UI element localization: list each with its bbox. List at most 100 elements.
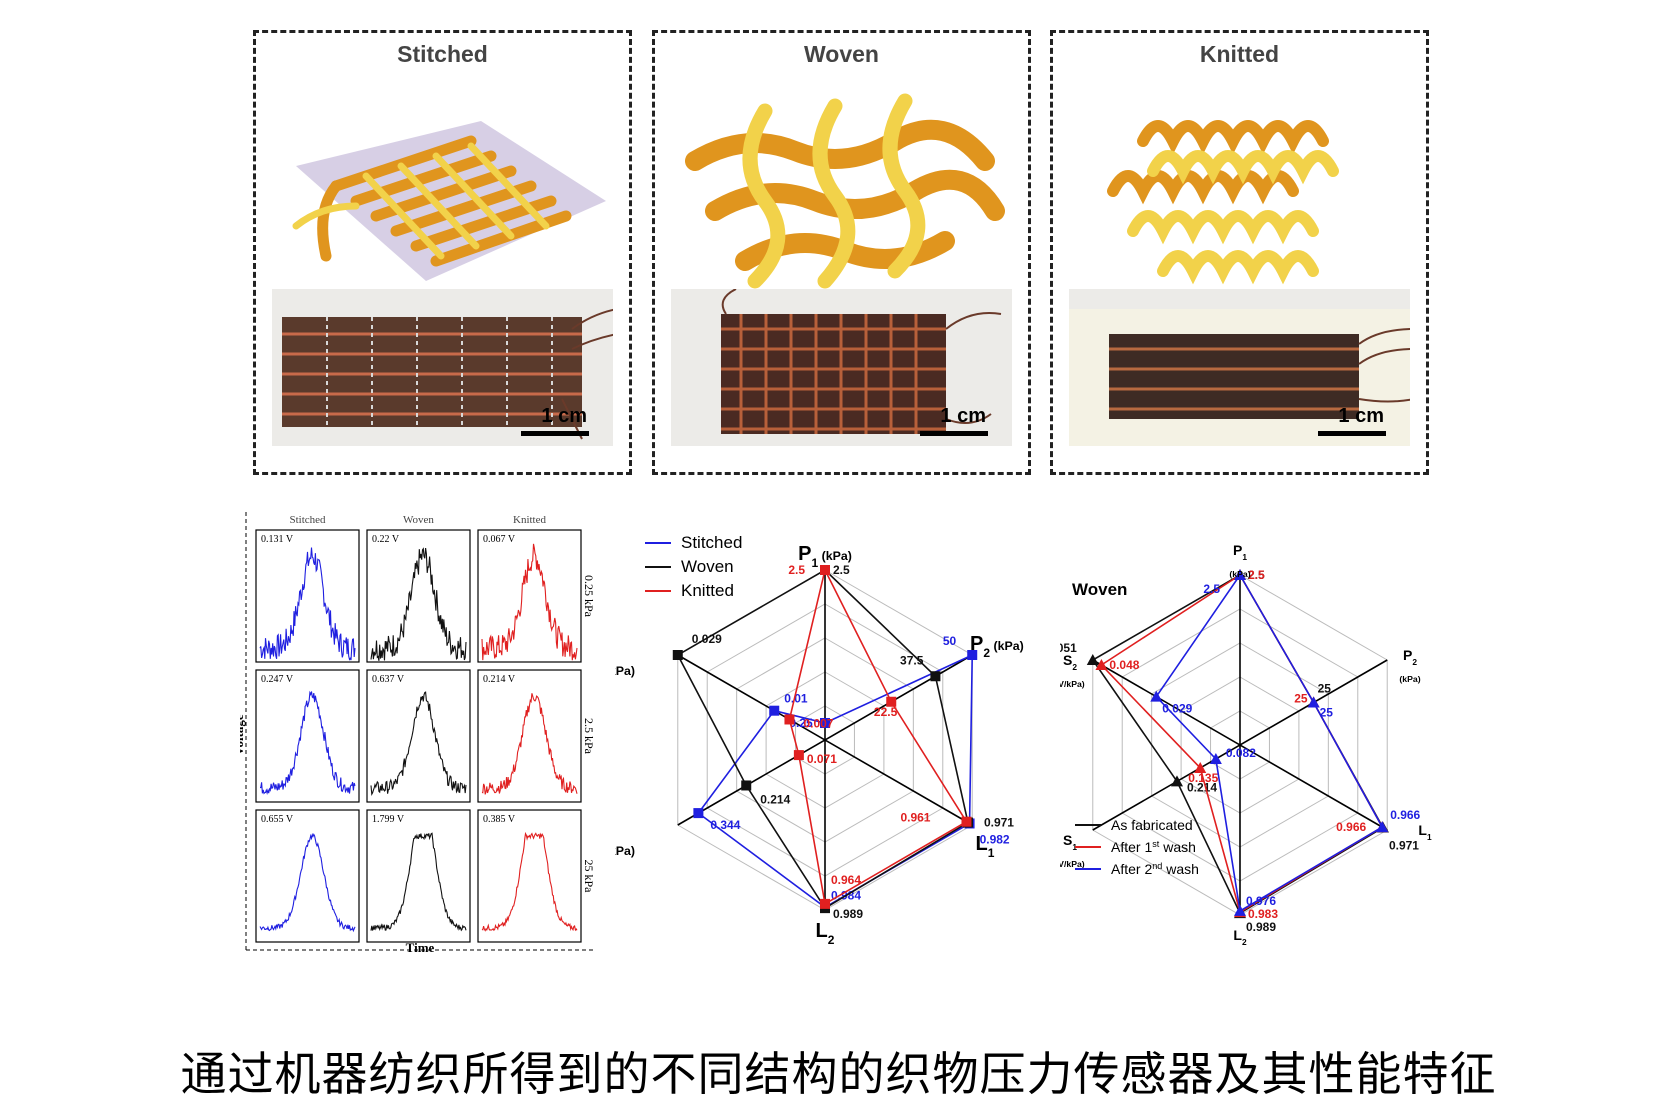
radar-value-label: 0.048: [1109, 658, 1139, 672]
legend-label: Woven: [681, 557, 734, 576]
waveform-cell: [477, 529, 582, 663]
waveform-trace: [370, 691, 467, 796]
waveform-trace: [259, 832, 356, 933]
row-label: 25 kPa: [582, 860, 596, 894]
radar-value-label: 2.5: [1203, 582, 1220, 596]
radar-point: [961, 816, 972, 827]
radar-axis-label: P1 (kPa): [798, 543, 852, 570]
radar-axis-unit: (kPa): [1399, 674, 1420, 684]
radar-axis-label: S2: [1063, 652, 1077, 672]
radar-value-label: 0.983: [1248, 907, 1278, 921]
legend-label: After 2nd wash: [1111, 861, 1199, 877]
column-label: Stitched: [289, 514, 326, 526]
radar-value-label: 37.5: [900, 653, 924, 667]
radar-value-label: 0.25: [789, 716, 813, 730]
waveform-trace: [370, 832, 467, 932]
scale-bar: [920, 431, 988, 436]
legend-label: Knitted: [681, 581, 734, 600]
radar-value-label: 0.982: [980, 832, 1010, 846]
stitched-photo: 1 cm: [272, 289, 613, 446]
radar-value-label: 0.071: [807, 752, 837, 766]
radar-point: [820, 898, 830, 909]
peak-voltage-label: 0.655 V: [261, 814, 294, 825]
radar-value-label: 50: [943, 634, 957, 648]
peak-voltage-label: 0.214 V: [483, 674, 516, 685]
peak-voltage-label: 0.637 V: [372, 674, 405, 685]
radar-point: [1234, 569, 1246, 580]
waveform-cell: [477, 809, 582, 943]
radar-axis-label: L2: [816, 920, 835, 947]
radar-value-label: 0.007: [803, 716, 833, 730]
radar-value-label: 0.214: [760, 792, 790, 806]
peak-voltage-label: 0.385 V: [483, 814, 516, 825]
woven-photo: 1 cm: [671, 289, 1012, 446]
radar-axis: [677, 654, 973, 826]
scale-bar: [521, 431, 589, 436]
scale-label: 1 cm: [940, 405, 986, 427]
radar-value-label: 0.029: [692, 632, 722, 646]
radar-value-label: 0.964: [831, 873, 861, 887]
radar-axis-label: P2: [1403, 647, 1417, 667]
radar-value-label: 0.01: [784, 692, 808, 706]
row-label: 0.25 kPa: [582, 575, 596, 618]
radar-axis-label: S2 (V/kPa): [615, 658, 635, 685]
radar-value-label: 0.051: [1060, 641, 1077, 655]
radar-point: [820, 565, 830, 575]
radar-value-label: 2.5: [788, 563, 805, 577]
woven-title: Woven: [804, 41, 879, 67]
radar-axis: [1092, 659, 1388, 831]
radar-value-label: 0.966: [1336, 820, 1366, 834]
radar-axis-label: L1: [1418, 822, 1432, 842]
peak-voltage-label: 0.131 V: [261, 534, 294, 545]
knitted-3d-illustration: [1107, 120, 1339, 285]
legend-label: Stitched: [681, 533, 742, 552]
radar-point: [672, 650, 683, 660]
scale-bar: [1318, 431, 1386, 436]
radar-axis-label: S1 (V/kPa): [615, 838, 635, 865]
radar-value-label: 0.029: [1162, 702, 1192, 716]
radar-value-label: 0.989: [1246, 920, 1276, 934]
waveform-cell: [255, 669, 360, 803]
waveform-trace: [259, 547, 356, 661]
radar-value-label: 0.971: [984, 816, 1014, 830]
woven-3d-illustration: [685, 93, 1005, 289]
radar-value-label: 0.971: [1389, 839, 1419, 853]
waveform-trace: [370, 547, 467, 661]
radar-value-label: 2.5: [1248, 568, 1265, 582]
radar-point: [693, 808, 704, 819]
waveform-trace: [260, 690, 356, 796]
waveform-cell: [366, 809, 471, 943]
radar-series-line: [697, 653, 974, 909]
legend-label: As fabricated: [1111, 817, 1193, 833]
waveform-cell: [366, 669, 471, 803]
radar-point: [1086, 654, 1099, 665]
radar-chart-structures: 0.25500.9820.9840.3440.012.537.50.9710.9…: [615, 533, 1024, 947]
radar-point: [1150, 690, 1163, 702]
waveform-trace: [481, 693, 578, 795]
radar-axis-label: P2 (kPa): [970, 633, 1024, 660]
radar-axis-unit: (kPa): [1229, 569, 1250, 579]
figure-caption: 通过机器纺织所得到的不同结构的织物压力传感器及其性能特征: [180, 1047, 1497, 1101]
radar-value-label: 2.5: [833, 563, 850, 577]
waveform-cell: [255, 809, 360, 943]
radar-point: [793, 750, 804, 761]
radar-axis-label: P1: [1233, 542, 1247, 562]
radar-value-label: 0.966: [1390, 808, 1420, 822]
radar-point: [1194, 761, 1207, 773]
peak-voltage-label: 1.799 V: [372, 814, 405, 825]
radar-point: [1307, 696, 1320, 708]
legend-label: After 1st wash: [1111, 839, 1196, 855]
radar-point: [1209, 752, 1222, 764]
radar-value-label: 0.214: [1187, 780, 1217, 794]
peak-voltage-label: 0.22 V: [372, 534, 400, 545]
radar-value-label: 25: [1320, 706, 1334, 720]
radar-value-label: 22.5: [874, 705, 898, 719]
radar-value-label: 0.961: [900, 811, 930, 825]
radar-point: [930, 671, 941, 682]
radar-point: [1376, 821, 1389, 833]
radar-point: [1234, 904, 1246, 916]
radar-value-label: 0.976: [1246, 894, 1276, 908]
peak-voltage-label: 0.247 V: [261, 674, 294, 685]
knitted-title: Knitted: [1199, 41, 1280, 67]
radar-point: [886, 696, 897, 707]
